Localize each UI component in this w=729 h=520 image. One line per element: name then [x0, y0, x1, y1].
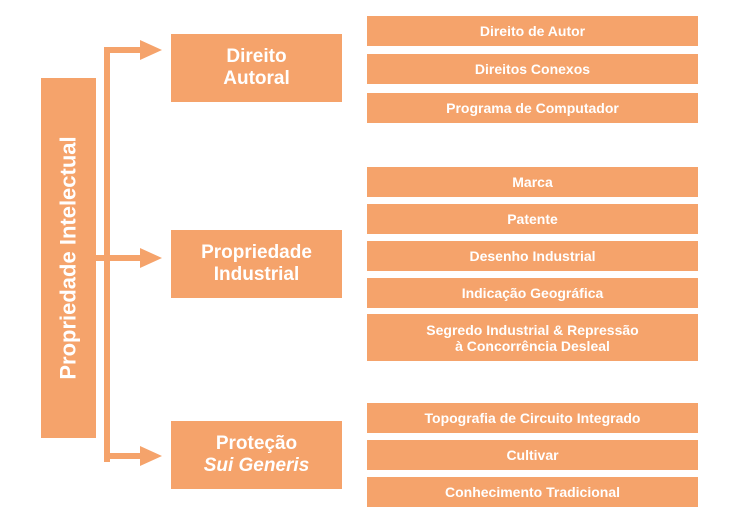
arrow-head-sui-generis: [140, 446, 162, 466]
leaf-direitos-conexos: Direitos Conexos: [367, 54, 698, 84]
leaf-direito-de-autor: Direito de Autor: [367, 16, 698, 46]
leaf-marca: Marca: [367, 167, 698, 197]
arrow-head-industrial: [140, 248, 162, 268]
category-label-line2: Sui Generis: [203, 455, 310, 476]
category-label-line2: Autoral: [223, 68, 290, 89]
leaf-segredo-industrial: Segredo Industrial & Repressão à Concorr…: [367, 314, 698, 361]
arrow-shaft-autoral: [104, 47, 144, 53]
arrow-head-autoral: [140, 40, 162, 60]
category-label-line1: Direito: [226, 46, 287, 67]
leaf-indicacao-geografica: Indicação Geográfica: [367, 278, 698, 308]
leaf-cultivar: Cultivar: [367, 440, 698, 470]
arrow-shaft-sui-generis: [104, 453, 144, 459]
leaf-topografia-circuito-integrado: Topografia de Circuito Integrado: [367, 403, 698, 433]
leaf-programa-de-computador: Programa de Computador: [367, 93, 698, 123]
category-label-line1: Propriedade: [201, 242, 312, 263]
category-direito-autoral: Direito Autoral: [171, 34, 342, 102]
root-label: Propriedade Intelectual: [55, 136, 81, 380]
leaf-desenho-industrial: Desenho Industrial: [367, 241, 698, 271]
category-label-line2: Industrial: [213, 264, 300, 285]
root-connector: [96, 255, 110, 261]
arrow-shaft-industrial: [104, 255, 144, 261]
category-propriedade-industrial: Propriedade Industrial: [171, 230, 342, 298]
leaf-patente: Patente: [367, 204, 698, 234]
category-label-line1: Proteção: [215, 433, 298, 454]
category-protecao-sui-generis: Proteção Sui Generis: [171, 421, 342, 489]
root-box: Propriedade Intelectual: [41, 78, 96, 438]
leaf-conhecimento-tradicional: Conhecimento Tradicional: [367, 477, 698, 507]
